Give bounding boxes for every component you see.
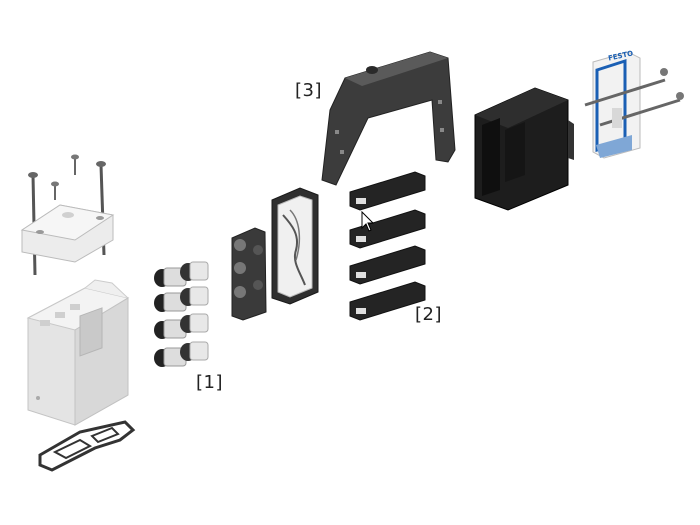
seal-plate-icon	[231, 227, 267, 321]
gasket-icon	[38, 420, 136, 472]
mounting-bracket-icon	[321, 51, 456, 186]
push-in-fitting-icon	[154, 261, 209, 367]
end-plate-icon	[584, 51, 684, 159]
callout-label-1: [1]	[196, 372, 223, 393]
cursor-icon	[361, 210, 375, 232]
callout-label-3: [3]	[295, 80, 322, 101]
sub-base-icon	[271, 187, 319, 305]
valve-slice-icon	[349, 171, 426, 321]
white-housing-icon	[26, 279, 130, 426]
black-cover-icon	[474, 87, 574, 211]
top-plate-icon	[20, 154, 115, 276]
callout-label-2: [2]	[415, 304, 442, 325]
